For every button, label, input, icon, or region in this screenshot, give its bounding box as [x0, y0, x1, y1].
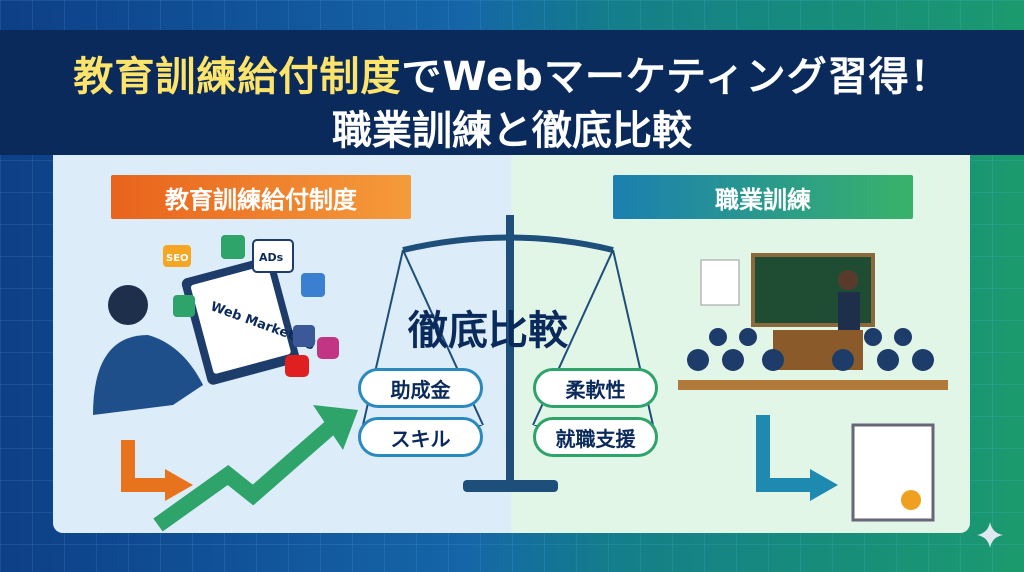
pill-job-support: 就職支援 [533, 417, 658, 457]
pill-skill: スキル [358, 417, 483, 457]
page-subtitle: 職業訓練と徹底比較 [332, 108, 692, 154]
title-highlight: 教育訓練給付制度 [73, 54, 402, 100]
pill-subsidy: 助成金 [358, 368, 483, 408]
pill-flexibility: 柔軟性 [533, 368, 658, 408]
title-band: 教育訓練給付制度でWebマーケティング習得！ 職業訓練と徹底比較 [0, 30, 1024, 155]
ads-icon: ADs [259, 251, 284, 264]
scale-icon: Web Marketing SEO ADs [93, 215, 948, 532]
sparkle-icon [977, 522, 1003, 548]
right-ribbon: 職業訓練 [613, 175, 913, 219]
page-title: 教育訓練給付制度でWebマーケティング習得！ [0, 44, 1024, 102]
left-ribbon: 教育訓練給付制度 [111, 175, 411, 219]
title-rest: でWebマーケティング習得！ [401, 54, 951, 100]
center-label: 徹底比較 [408, 308, 568, 354]
comparison-panel: 教育訓練給付制度 職業訓練 Web Marketing SEO ADs [53, 155, 970, 533]
seo-icon: SEO [166, 253, 189, 264]
